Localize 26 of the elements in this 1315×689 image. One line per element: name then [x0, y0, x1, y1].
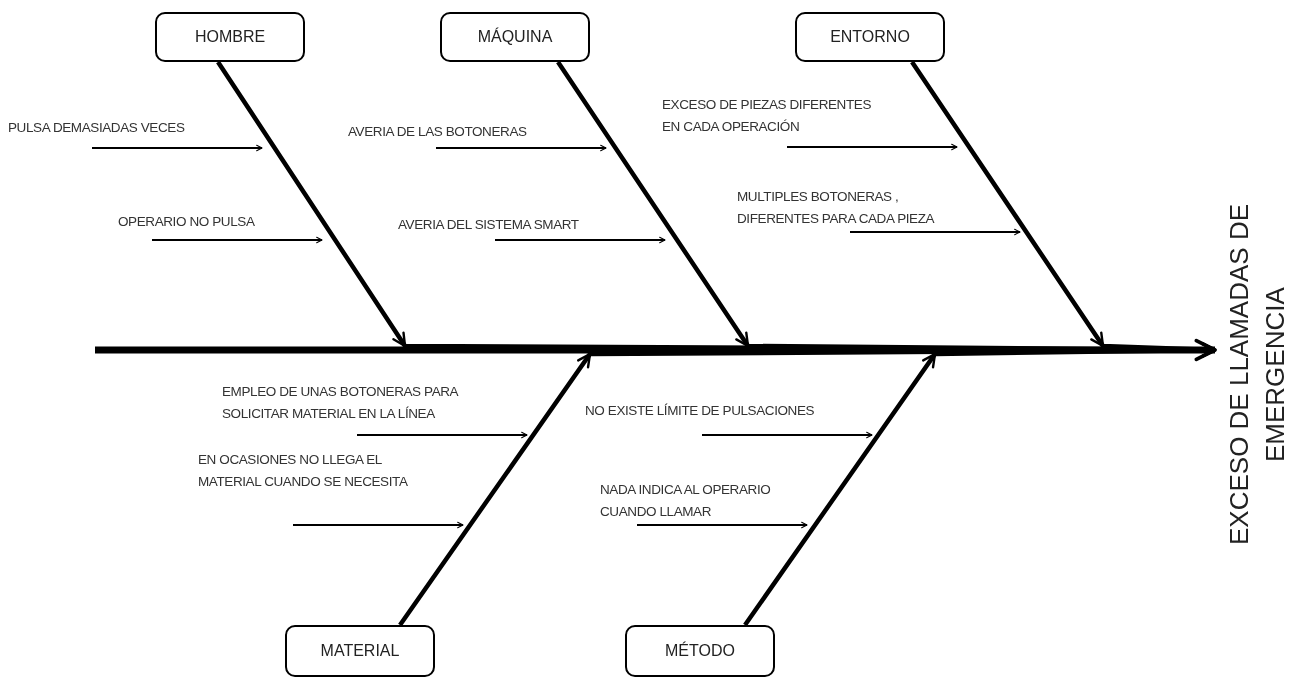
arrow [356, 431, 528, 439]
arrow [292, 521, 464, 529]
cause-label: AVERIA DEL SISTEMA SMART [398, 214, 579, 236]
category-box: MATERIAL [285, 625, 435, 677]
arrow [849, 228, 1021, 236]
arrow [786, 143, 958, 151]
arrow [701, 431, 873, 439]
arrow [91, 144, 263, 152]
category-box: ENTORNO [795, 12, 945, 62]
cause-label: PULSA DEMASIADAS VECES [8, 117, 185, 139]
cause-label: NO EXISTE LÍMITE DE PULSACIONES [585, 400, 815, 422]
category-box: MÉTODO [625, 625, 775, 677]
category-box: HOMBRE [155, 12, 305, 62]
cause-label: NADA INDICA AL OPERARIO CUANDO LLAMAR [600, 479, 790, 523]
arrow [494, 236, 666, 244]
arrow [435, 144, 607, 152]
cause-label: OPERARIO NO PULSA [118, 211, 255, 233]
cause-label: AVERIA DE LAS BOTONERAS [348, 121, 527, 143]
cause-label: EMPLEO DE UNAS BOTONERAS PARA SOLICITAR MATERIAL EN LA LÍNEA [222, 381, 464, 425]
arrow [636, 521, 808, 529]
cause-label: EXCESO DE PIEZAS DIFERENTES EN CADA OPERACIÓN [662, 94, 876, 138]
category-box: MÁQUINA [440, 12, 590, 62]
effect-label: EXCESO DE LLAMADAS DE EMERGENCIA [1215, 140, 1299, 610]
cause-label: EN OCASIONES NO LLEGA EL MATERIAL CUANDO SE NECESITA [198, 449, 414, 493]
arrow [151, 236, 323, 244]
cause-label: MULTIPLES BOTONERAS , DIFERENTES PARA CADA PIEZA [737, 186, 943, 230]
